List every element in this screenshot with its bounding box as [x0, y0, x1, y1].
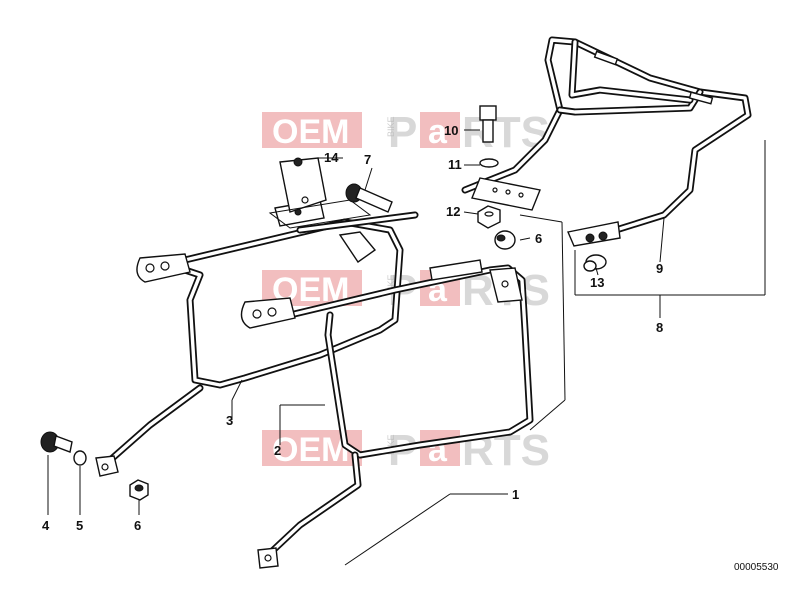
callout-6-lower: 6 [134, 518, 141, 533]
diagram-reference-number: 00005530 [734, 562, 779, 573]
callout-10: 10 [444, 123, 458, 138]
callout-13: 13 [590, 275, 604, 290]
watermark-parts-p: P [388, 108, 417, 157]
callout-labels: 1 2 3 4 5 6 6 7 8 9 10 11 12 13 14 [42, 123, 663, 533]
watermark-parts-a: a [428, 113, 448, 151]
callout-7: 7 [364, 152, 371, 167]
watermark-parts-a: a [428, 431, 448, 469]
watermark-bike-text: BIKE [386, 434, 396, 455]
callout-12: 12 [446, 204, 460, 219]
watermark-top: OEM BIKE P a RTS [262, 108, 550, 157]
callout-5: 5 [76, 518, 83, 533]
callout-2: 2 [274, 443, 281, 458]
leader-lines [47, 129, 766, 566]
nut-part-6-upper [494, 230, 516, 250]
watermark-bike-text: BIKE [386, 116, 396, 137]
bolt-part-4 [40, 431, 73, 453]
screw-part-10 [479, 105, 497, 143]
washer-part-11 [479, 158, 499, 168]
callout-3: 3 [226, 413, 233, 428]
spacer-part-13 [583, 254, 607, 272]
watermark-oem-text: OEM [272, 113, 349, 151]
washer-part-5 [73, 450, 87, 466]
callout-14: 14 [324, 150, 339, 165]
callout-6-upper: 6 [535, 231, 542, 246]
callout-8: 8 [656, 320, 663, 335]
watermark-oem-text: OEM [272, 431, 349, 469]
callout-1: 1 [512, 487, 519, 502]
nut-part-12 [477, 205, 501, 229]
nut-part-6-lower [129, 479, 149, 501]
callout-9: 9 [656, 261, 663, 276]
clamp-block-part-14 [268, 157, 372, 229]
bolt-part-7 [345, 183, 393, 213]
callout-4: 4 [42, 518, 50, 533]
left-carrier-frame [95, 199, 419, 477]
callout-11: 11 [448, 157, 462, 172]
watermark-bike-text: BIKE [386, 274, 396, 295]
right-carrier-frame [240, 231, 534, 569]
luggage-rack [461, 36, 752, 247]
